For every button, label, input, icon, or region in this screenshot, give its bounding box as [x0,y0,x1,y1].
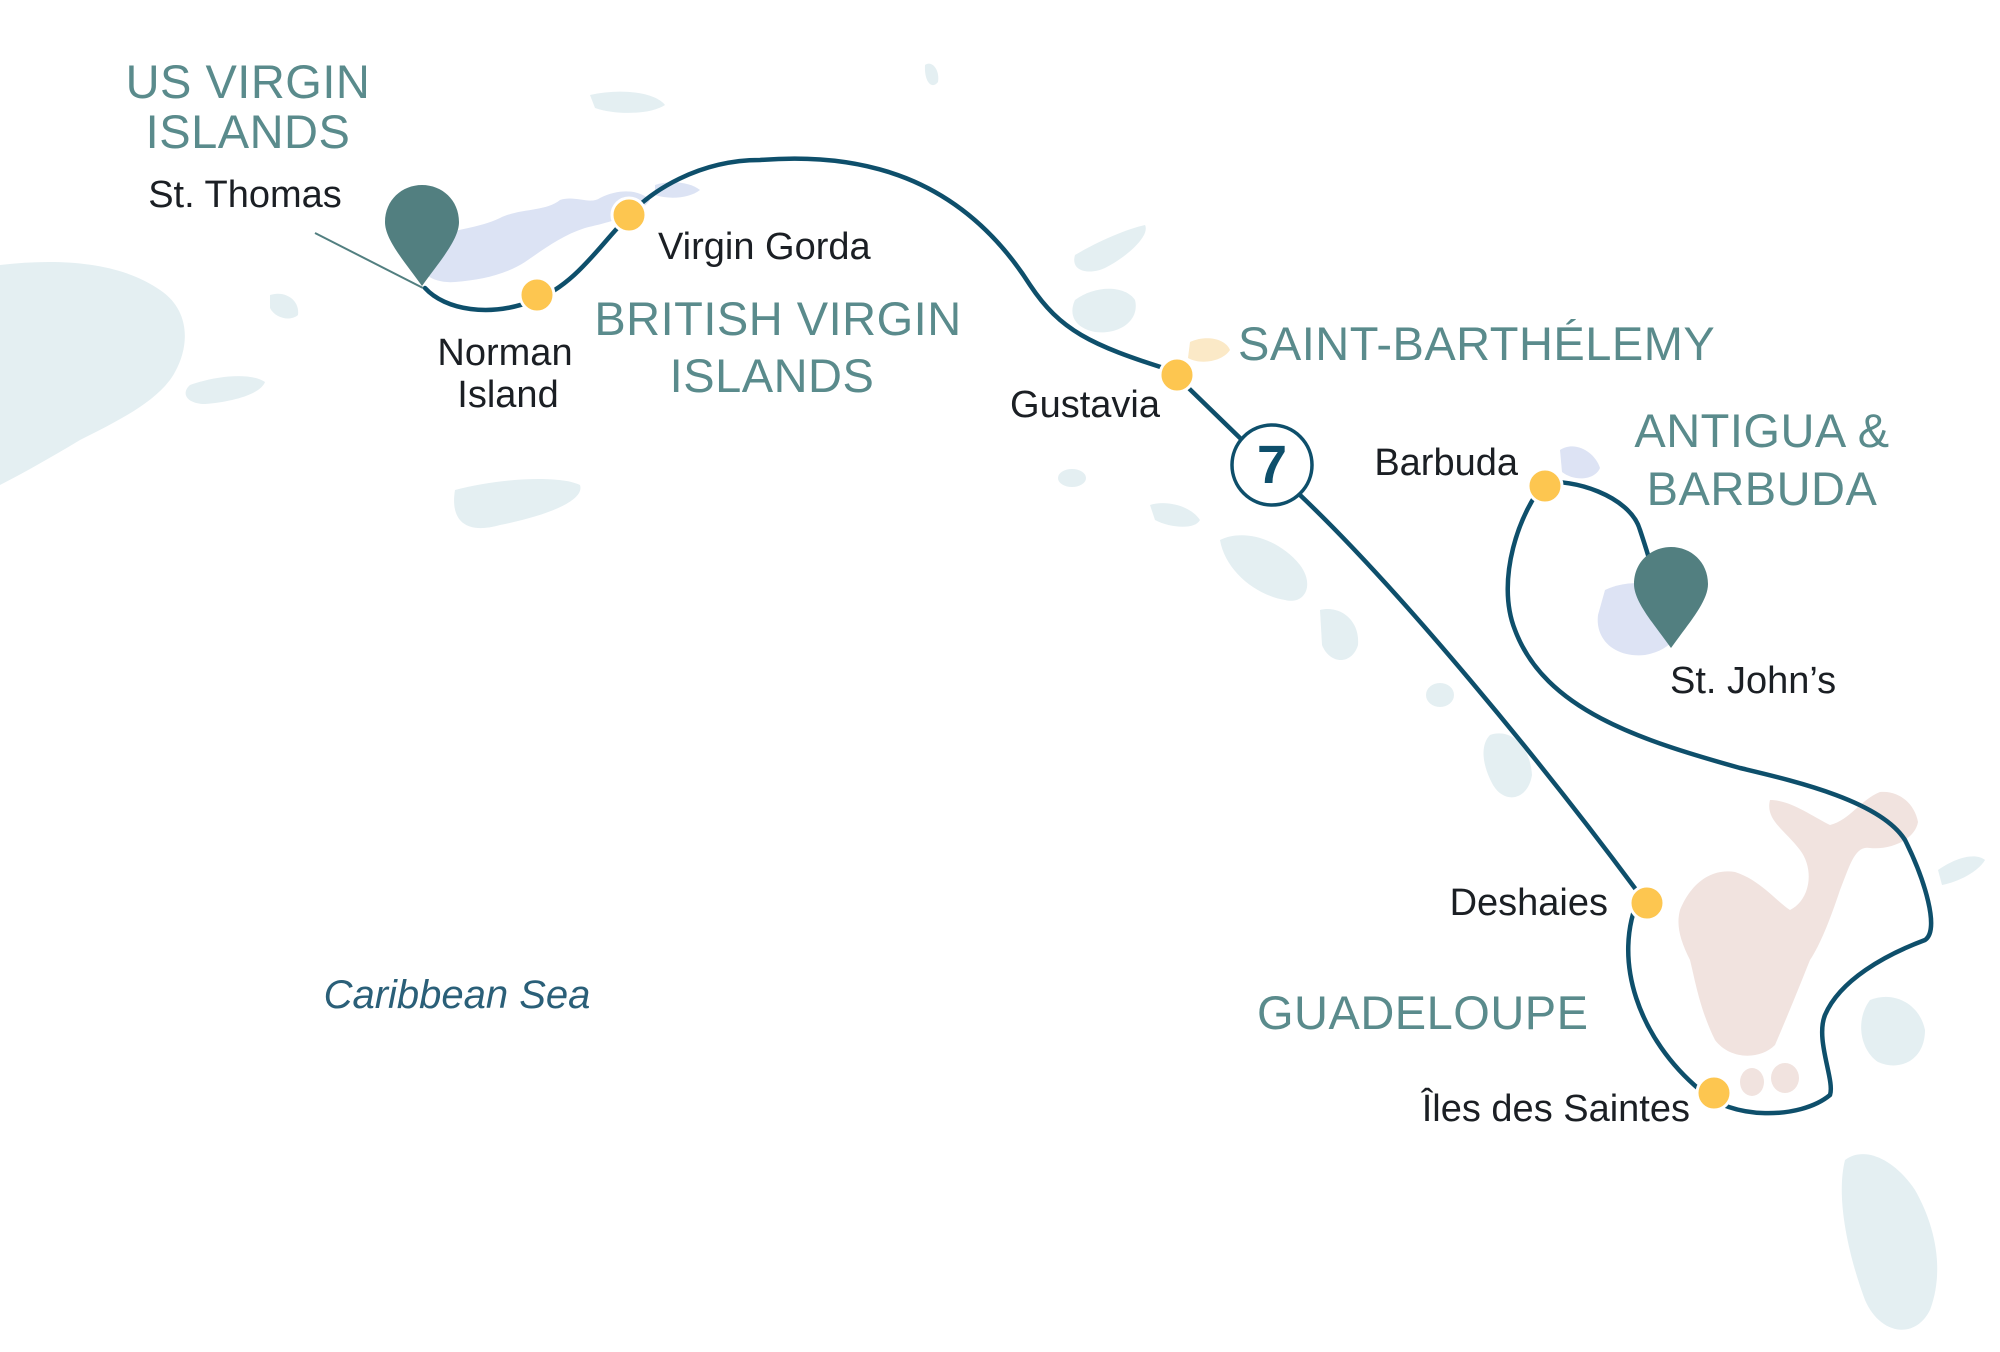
south-island-1 [454,478,581,529]
country-label-usvi-2: ISLANDS [146,105,351,158]
country-label-usvi-1: US VIRGIN [126,55,371,108]
marie-galante-island [1861,996,1925,1066]
port-labels: St. Thomas Norman Island Virgin Gorda Gu… [148,174,1836,1130]
port-markers [518,196,1733,1112]
duration-badge: 7 [1230,423,1314,507]
port-label-deshaies: Deshaies [1450,882,1608,924]
country-label-st-barthelemy: SAINT-BARTHÉLEMY [1238,317,1715,370]
st-martin-island [1072,288,1136,333]
port-dot-iles-des-saintes[interactable] [1695,1074,1733,1112]
country-label-bvi-1: BRITISH VIRGIN [594,292,961,345]
la-desirade-island [1938,856,1985,885]
country-label-bvi-2: ISLANDS [670,349,875,402]
culebra-island [270,293,299,319]
st-eustatius-island [1150,503,1200,527]
country-label-antigua-1: ANTIGUA & [1634,404,1889,457]
les-saintes-islet-1 [1740,1068,1764,1096]
port-label-barbuda: Barbuda [1374,442,1519,484]
montserrat-island [1483,733,1532,798]
port-label-gustavia: Gustavia [1010,384,1161,426]
barbuda-land [1560,446,1600,479]
map-pin-icon [1634,547,1708,648]
north-islet-2 [924,63,939,86]
st-kitts-island [1220,535,1308,601]
puerto-rico-land [0,261,185,485]
country-label-antigua-2: BARBUDA [1647,462,1878,515]
port-label-norman-1: Norman [437,332,572,374]
st-thomas-leader-line [314,232,424,289]
vieques-island [185,376,265,404]
port-dot-virgin-gorda[interactable] [610,196,648,234]
sea-label-caribbean: Caribbean Sea [324,973,591,1017]
circle-number-badge [1230,423,1314,507]
redonda-islet [1426,683,1454,707]
port-dot-barbuda[interactable] [1526,467,1564,505]
virgin-islands-land [417,191,650,283]
st-barthelemy-land [1188,338,1230,362]
nevis-island [1320,609,1359,660]
port-label-st-thomas: St. Thomas [148,174,342,216]
map-pin-icon [385,185,459,286]
port-dot-norman-island[interactable] [518,276,556,314]
country-labels: US VIRGIN ISLANDS BRITISH VIRGIN ISLANDS… [126,55,1890,1039]
embark-pin[interactable] [314,185,459,289]
day-count: 7 [1257,435,1287,495]
land-layer [0,63,1985,1330]
port-label-st-johns: St. John’s [1670,660,1836,702]
les-saintes-islet-2 [1771,1063,1799,1093]
port-label-iles-des-saintes: Îles des Saintes [1421,1087,1690,1130]
dominica-island [1841,1154,1938,1330]
port-label-virgin-gorda: Virgin Gorda [658,226,872,268]
guadeloupe-land [1678,791,1918,1056]
disembark-pin[interactable] [1634,547,1708,648]
north-islet-1 [590,91,665,113]
anguilla-island [1074,225,1146,272]
saba-islet [1058,469,1086,487]
port-dot-deshaies[interactable] [1628,884,1666,922]
port-dot-gustavia[interactable] [1158,356,1196,394]
country-label-guadeloupe: GUADELOUPE [1257,986,1588,1039]
port-label-norman-2: Island [457,374,558,416]
